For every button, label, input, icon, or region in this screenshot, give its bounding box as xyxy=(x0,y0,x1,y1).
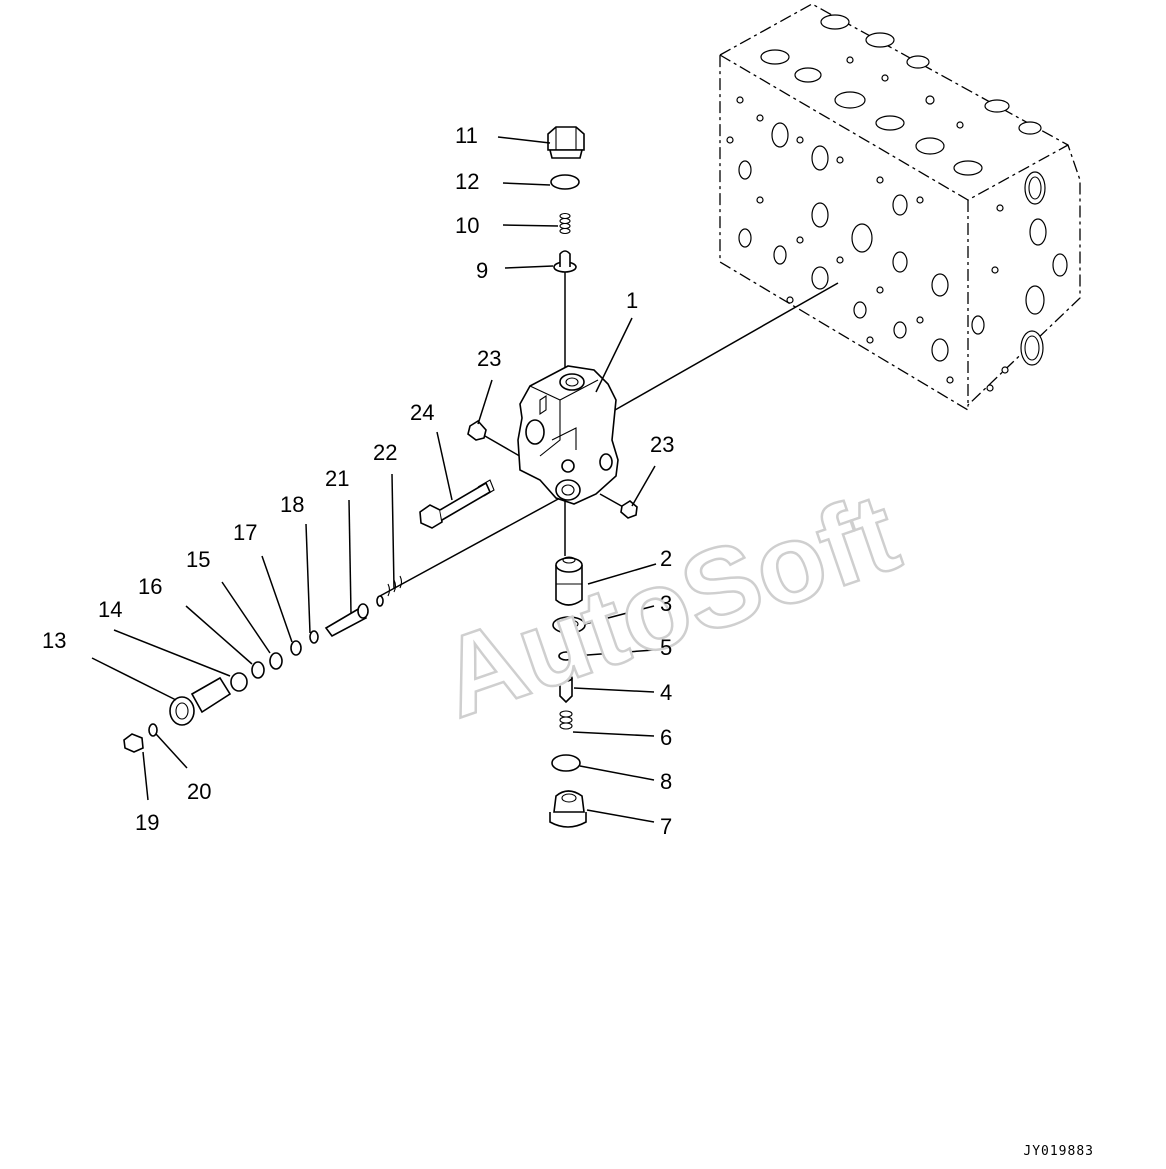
leader-lines xyxy=(91,136,657,823)
part-15-o-ring xyxy=(269,652,283,670)
part-23-plug-b xyxy=(620,500,638,519)
valve-block-housing xyxy=(719,3,1081,412)
callout-10: 10 xyxy=(455,213,479,238)
callout-18: 18 xyxy=(280,492,304,517)
part-21-spool xyxy=(324,603,369,638)
part-2-sleeve xyxy=(555,556,583,606)
callout-22: 22 xyxy=(373,440,397,465)
part-24-bolt xyxy=(419,479,495,529)
callout-23b: 23 xyxy=(650,432,674,457)
block-ports-front xyxy=(726,96,954,384)
part-10-spring xyxy=(559,212,571,235)
part-5-ring xyxy=(558,651,574,661)
part-8-o-ring xyxy=(551,754,581,772)
part-20-o-ring xyxy=(148,723,158,737)
callout-1: 1 xyxy=(626,288,638,313)
callout-3: 3 xyxy=(660,591,672,616)
callout-2: 2 xyxy=(660,546,672,571)
callout-17: 17 xyxy=(233,520,257,545)
part-22-ring xyxy=(376,595,384,607)
callout-15: 15 xyxy=(186,547,210,572)
callout-24: 24 xyxy=(410,400,434,425)
drawing-reference-code: JY019883 xyxy=(1023,1144,1094,1159)
block-ports-side xyxy=(971,171,1068,392)
callout-5: 5 xyxy=(660,635,672,660)
part-23-plug-a xyxy=(467,419,487,441)
part-4-plunger xyxy=(559,674,573,704)
callout-8: 8 xyxy=(660,769,672,794)
callout-4: 4 xyxy=(660,680,672,705)
callout-14: 14 xyxy=(98,597,122,622)
callout-9: 9 xyxy=(476,258,488,283)
callout-20: 20 xyxy=(187,779,211,804)
part-6-spring xyxy=(559,710,573,730)
part-12-o-ring xyxy=(550,174,580,190)
callout-11: 11 xyxy=(455,123,478,148)
block-ports-top xyxy=(760,14,1042,176)
callout-13: 13 xyxy=(42,628,66,653)
callout-23a: 23 xyxy=(477,346,501,371)
part-1-valve-body xyxy=(517,365,619,505)
callout-12: 12 xyxy=(455,169,479,194)
part-11-plug xyxy=(547,126,585,159)
callout-6: 6 xyxy=(660,725,672,750)
part-19-plug xyxy=(123,733,144,753)
part-7-cap xyxy=(549,790,587,828)
part-17-o-ring xyxy=(290,640,302,656)
callout-7: 7 xyxy=(660,814,672,839)
callout-19: 19 xyxy=(135,810,159,835)
callout-16: 16 xyxy=(138,574,162,599)
part-9-poppet xyxy=(553,250,577,273)
part-14-o-ring xyxy=(230,672,248,692)
part-3-seat xyxy=(552,616,586,634)
part-18-ring xyxy=(309,630,319,644)
part-13-sleeve xyxy=(169,676,232,726)
assembly-center-lines xyxy=(379,270,839,597)
part-16-ring xyxy=(251,661,265,679)
callout-21: 21 xyxy=(325,466,349,491)
callout-labels: 11 12 10 9 1 23 24 23 22 21 18 17 15 16 … xyxy=(42,123,674,839)
